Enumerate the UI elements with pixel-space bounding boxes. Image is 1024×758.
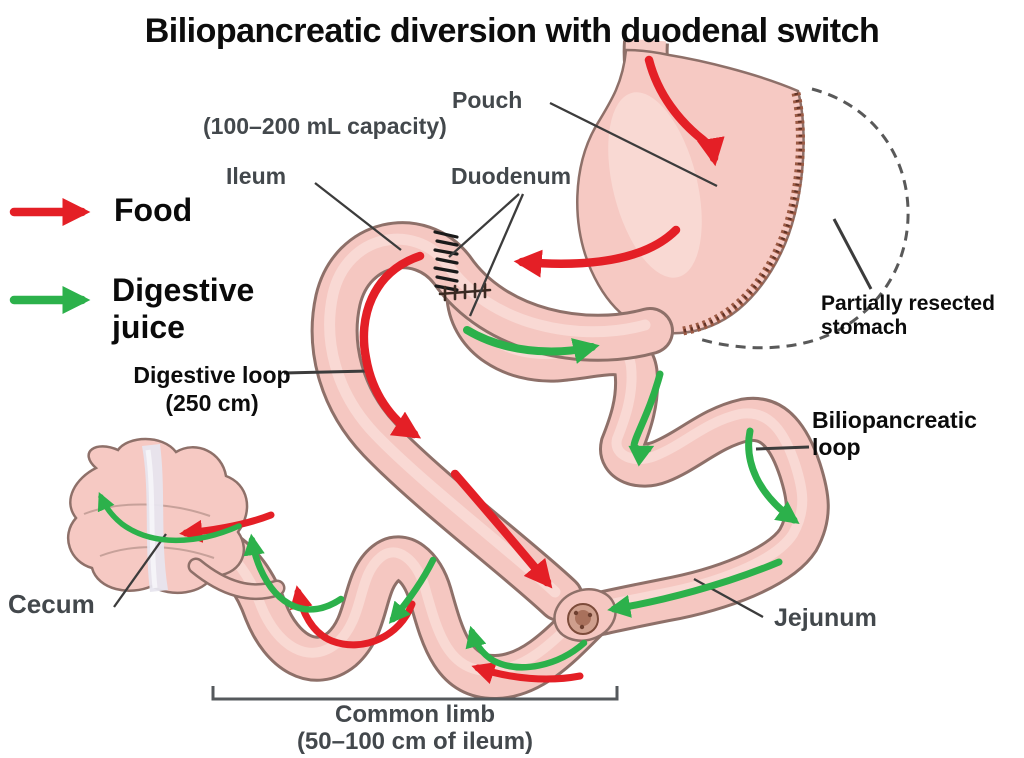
duodenal-stump-staples (438, 282, 492, 302)
juice-arrow-bp-loop-1 (628, 370, 664, 467)
biliopancreatic-loop-leader-line (755, 445, 810, 451)
food-flow-arrows (179, 55, 725, 684)
legend-digestive-juice-label: Digestive juice (112, 272, 255, 345)
juice-arrow-common-limb-1 (465, 625, 588, 671)
cecum-label: Cecum (8, 589, 95, 619)
juice-arrow-bp-loop-2 (745, 427, 800, 525)
food-arrow-into-cecum (179, 511, 275, 543)
biliopancreatic-loop-label: Biliopancreatic loop (812, 407, 977, 460)
pouch-capacity-label: (100–200 mL capacity) (203, 113, 447, 139)
digestive-loop-tube (310, 221, 674, 622)
ileum-leader-line (314, 182, 402, 251)
stomach-pouch-shape (576, 48, 805, 336)
duodenum-leader-line-1 (448, 193, 520, 258)
duodenum-leader-line-2 (468, 193, 525, 317)
food-arrow-stomach-to-ileum (513, 225, 681, 278)
ileal-anastomosis-junction (553, 588, 617, 642)
digestive-loop-leader-line (283, 369, 370, 375)
digestive-juice-arrows (97, 326, 800, 671)
juice-arrow-jejunum (607, 558, 783, 618)
resected-stomach-dashed-outline (695, 87, 910, 350)
pouch-leader-line (549, 101, 718, 188)
pouch-label: Pouch (452, 87, 523, 113)
food-arrow-digestive-loop-upper (359, 251, 425, 439)
juice-arrow-common-limb-3 (243, 533, 345, 613)
juice-arrow-duodenum (463, 326, 600, 364)
juice-arrow-into-cecum (97, 492, 242, 544)
food-arrow-esophagus (644, 55, 725, 167)
duodenum-label: Duodenum (451, 163, 572, 189)
food-arrow-digestive-loop-lower (450, 469, 553, 589)
jejunum-label: Jejunum (774, 604, 877, 632)
ileum-label: Ileum (226, 163, 287, 189)
cecum-leader-line (113, 533, 167, 608)
legend-food-label: Food (114, 192, 193, 228)
resected-stomach-leader-line (832, 218, 873, 290)
duodeno-ileal-suture (433, 230, 459, 292)
juice-arrow-common-limb-2 (388, 556, 437, 624)
food-arrow-common-limb-1 (471, 661, 584, 684)
digestive-loop-label: Digestive loop (250 cm) (133, 362, 291, 416)
cecum-shape (66, 437, 249, 594)
partially-resected-stomach-label: Partially resected stomach (821, 292, 995, 339)
diagram-title: Biliopancreatic diversion with duodenal … (144, 12, 880, 50)
common-limb-bracket (211, 686, 619, 701)
common-limb-label: Common limb (50–100 cm of ileum) (296, 701, 534, 755)
leader-lines (113, 101, 873, 619)
